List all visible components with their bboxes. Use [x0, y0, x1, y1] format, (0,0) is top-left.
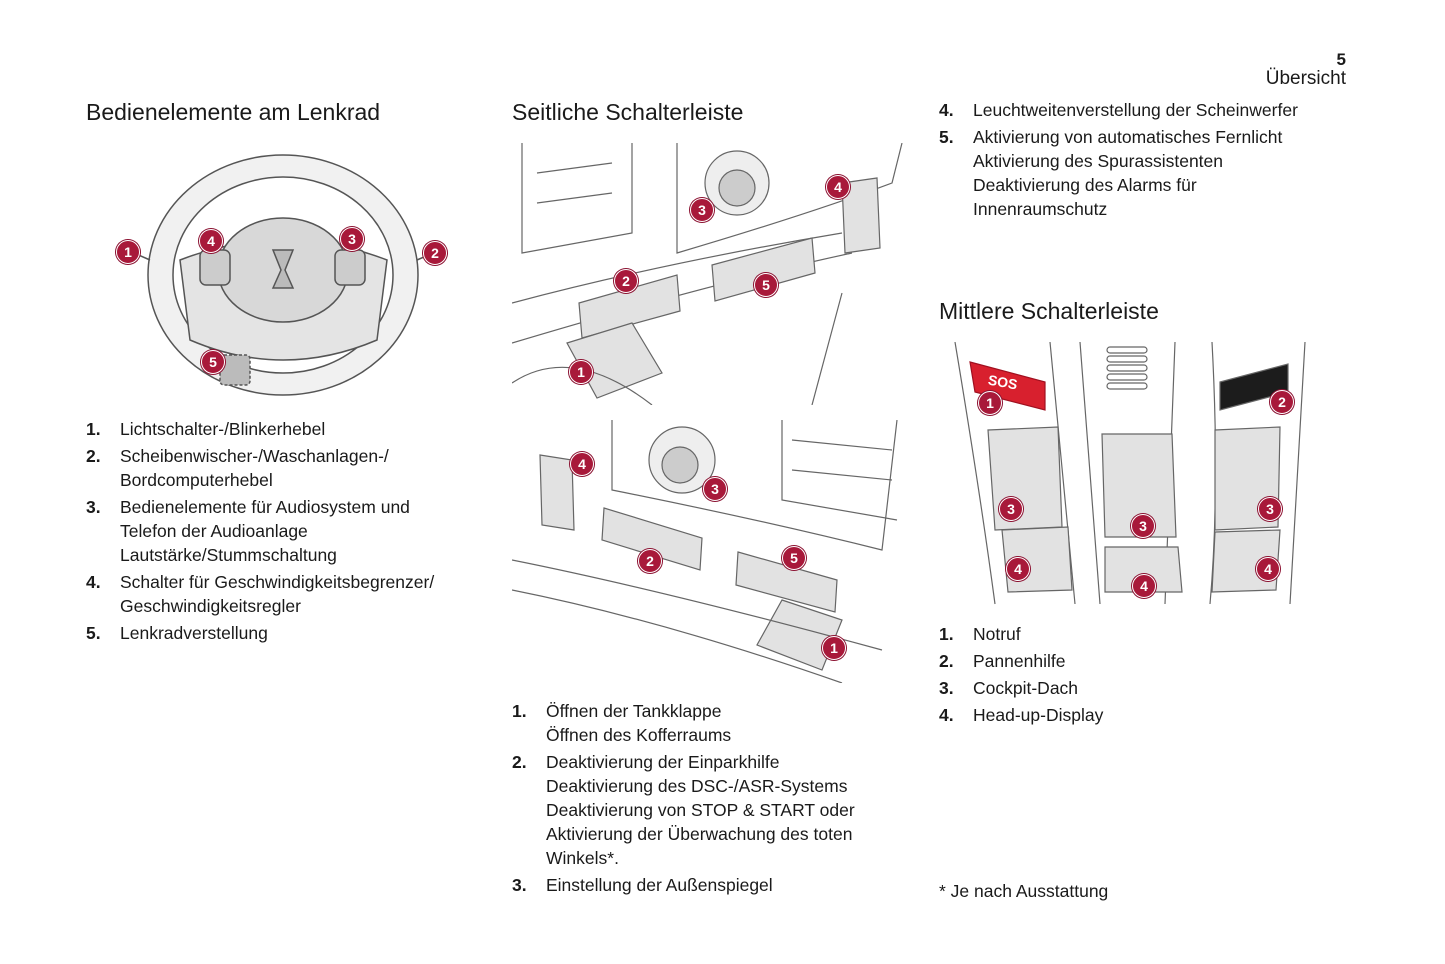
- marker-5: 5: [201, 350, 225, 374]
- page-number: 5: [1336, 50, 1346, 69]
- marker-1: 1: [822, 636, 846, 660]
- item-text: Schalter für Geschwindigkeitsbegrenzer/ …: [120, 572, 435, 616]
- item-number: 2.: [939, 651, 954, 671]
- marker-2: 2: [638, 549, 662, 573]
- item-text: Einstellung der Außenspiegel: [546, 875, 773, 895]
- marker-3: 3: [703, 477, 727, 501]
- marker-1: 1: [978, 391, 1002, 415]
- item-number: 4.: [939, 705, 954, 725]
- item-text: Leuchtweitenverstellung der Scheinwerfer: [973, 100, 1298, 120]
- middle-heading: Mittlere Schalterleiste: [939, 298, 1159, 324]
- item-number: 5.: [939, 127, 954, 147]
- list-item: 3. Bedienelemente für Audiosystem und Tel…: [86, 495, 486, 567]
- side-heading: Seitliche Schalterleiste: [512, 99, 744, 125]
- item-text: Head-up-Display: [973, 705, 1104, 725]
- item-text: Lichtschalter-/Blinkerhebel: [120, 419, 326, 439]
- marker-4: 4: [570, 452, 594, 476]
- item-number: 4.: [86, 572, 101, 592]
- marker-5: 5: [754, 273, 778, 297]
- item-number: 2.: [512, 752, 527, 772]
- item-number: 2.: [86, 446, 101, 466]
- list-item: 3. Einstellung der Außenspiegel: [512, 873, 912, 897]
- marker-4: 4: [199, 229, 223, 253]
- footnote: * Je nach Ausstattung: [939, 881, 1109, 901]
- item-number: 1.: [939, 624, 954, 644]
- list-item: 3. Cockpit-Dach: [939, 676, 1339, 700]
- item-number: 3.: [512, 875, 527, 895]
- marker-2: 2: [1270, 390, 1294, 414]
- marker-5: 5: [782, 546, 806, 570]
- list-item: 2. Pannenhilfe: [939, 649, 1339, 673]
- side-list-continued: 4. Leuchtweitenverstellung der Scheinwerf…: [939, 98, 1359, 224]
- item-text: Aktivierung von automatisches Fernlicht …: [973, 127, 1283, 219]
- item-number: 1.: [86, 419, 101, 439]
- item-text: Öffnen der Tankklappe Öffnen des Kofferr…: [546, 701, 732, 745]
- item-number: 4.: [939, 100, 954, 120]
- list-item: 2. Deaktivierung der Einparkhilfe Deaktiv…: [512, 750, 912, 870]
- marker-3: 3: [340, 227, 364, 251]
- marker-4: 4: [826, 175, 850, 199]
- steering-wheel-illustration: [126, 154, 441, 396]
- item-number: 3.: [939, 678, 954, 698]
- item-text: Bedienelemente für Audiosystem und Telef…: [120, 497, 410, 565]
- marker-1: 1: [116, 240, 140, 264]
- side-panel-bottom-illustration: [512, 420, 898, 683]
- list-item: 5. Aktivierung von automatisches Fernlich…: [939, 125, 1359, 221]
- marker-1: 1: [569, 360, 593, 384]
- marker-4: 4: [1256, 557, 1280, 581]
- side-list: 1. Öffnen der Tankklappe Öffnen des Koffe…: [512, 699, 912, 900]
- list-item: 1. Notruf: [939, 622, 1339, 646]
- list-item: 4. Head-up-Display: [939, 703, 1339, 727]
- list-item: 2. Scheibenwischer-/Waschanlagen-/ Bordco…: [86, 444, 486, 492]
- item-text: Scheibenwischer-/Waschanlagen-/ Bordcomp…: [120, 446, 389, 490]
- section-title: Übersicht: [1265, 68, 1346, 89]
- marker-3: 3: [999, 497, 1023, 521]
- list-item: 1. Öffnen der Tankklappe Öffnen des Koffe…: [512, 699, 912, 747]
- item-number: 5.: [86, 623, 101, 643]
- item-number: 1.: [512, 701, 527, 721]
- item-text: Pannenhilfe: [973, 651, 1066, 671]
- list-item: 5. Lenkradverstellung: [86, 621, 486, 645]
- marker-4: 4: [1132, 574, 1156, 598]
- item-text: Lenkradverstellung: [120, 623, 268, 643]
- steering-heading: Bedienelemente am Lenkrad: [86, 99, 381, 125]
- item-text: Deaktivierung der Einparkhilfe Deaktivie…: [546, 752, 855, 868]
- steering-list: 1. Lichtschalter-/Blinkerhebel 2. Scheiben…: [86, 417, 486, 648]
- item-text: Cockpit-Dach: [973, 678, 1079, 698]
- list-item: 4. Schalter für Geschwindigkeitsbegrenzer…: [86, 570, 486, 618]
- side-panel-top-illustration: [512, 143, 903, 405]
- list-item: 4. Leuchtweitenverstellung der Scheinwerf…: [939, 98, 1359, 122]
- marker-3: 3: [1258, 497, 1282, 521]
- marker-3: 3: [690, 198, 714, 222]
- item-text: Notruf: [973, 624, 1021, 644]
- marker-3: 3: [1131, 514, 1155, 538]
- marker-2: 2: [614, 269, 638, 293]
- marker-2: 2: [423, 241, 447, 265]
- list-item: 1. Lichtschalter-/Blinkerhebel: [86, 417, 486, 441]
- item-number: 3.: [86, 497, 101, 517]
- marker-4: 4: [1006, 557, 1030, 581]
- middle-list: 1. Notruf 2. Pannenhilfe 3. Cockpit-Dach 4.…: [939, 622, 1339, 730]
